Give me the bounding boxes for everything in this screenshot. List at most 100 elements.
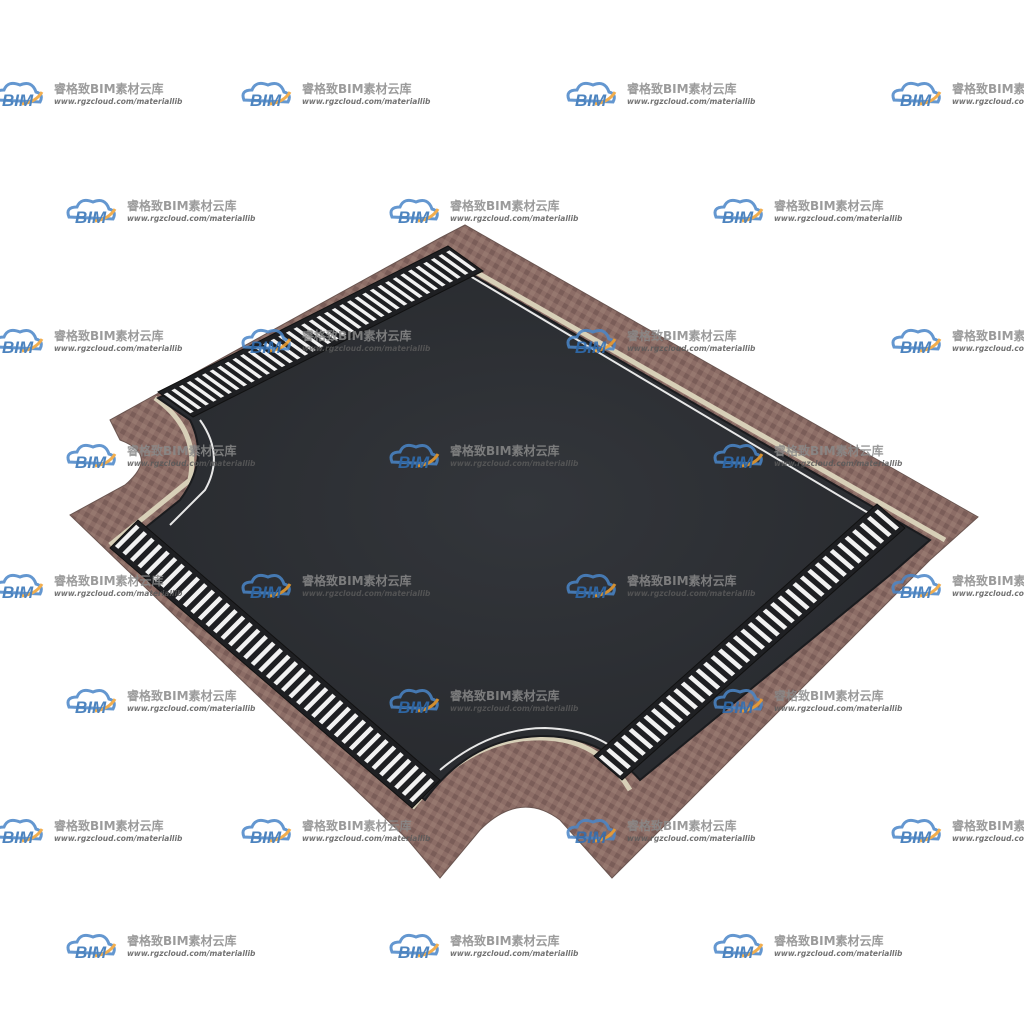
- crosswalk-stripe: [792, 582, 818, 604]
- watermark-logo-text: BIM: [250, 91, 282, 110]
- watermark: BIM睿格致BIM素材云库www.rgzcloud.com/materialli…: [389, 443, 579, 472]
- swoosh-icon: [94, 943, 117, 958]
- swoosh-icon: [21, 583, 44, 598]
- watermark-url: www.rgzcloud.com/materiallib: [952, 834, 1024, 843]
- watermark-url: www.rgzcloud.com/materiallib: [774, 214, 903, 223]
- crosswalk-stripe: [250, 641, 276, 666]
- crosswalk-stripe: [346, 300, 377, 322]
- swoosh-icon: [594, 828, 617, 843]
- swoosh-icon: [21, 828, 44, 843]
- crosswalk-stripe: [814, 562, 840, 584]
- crosswalk-stripe: [658, 701, 684, 723]
- watermark-logo-text: BIM: [575, 583, 607, 602]
- swoosh-icon: [741, 453, 764, 468]
- watermark: BIM睿格致BIM素材云库www.rgzcloud.com/materialli…: [389, 688, 579, 717]
- watermark-url: www.rgzcloud.com/materiallib: [302, 344, 431, 353]
- crosswalk-stripe: [401, 771, 427, 796]
- crosswalk-stripe: [859, 522, 885, 544]
- crosswalk-stripe: [316, 315, 347, 337]
- swoosh-icon: [594, 91, 617, 106]
- watermark-url: www.rgzcloud.com/materiallib: [627, 834, 756, 843]
- crosswalk-stripe: [326, 706, 351, 731]
- watermark-title: 睿格致BIM素材云库: [127, 443, 237, 458]
- crosswalk-stripe: [747, 621, 773, 644]
- watermark-logo-text: BIM: [75, 698, 107, 717]
- crosswalk-stripe: [852, 529, 877, 551]
- swoosh-icon: [417, 943, 440, 958]
- watermark: BIM睿格致BIM素材云库www.rgzcloud.com/materialli…: [891, 818, 1024, 847]
- crosswalk-stripe: [301, 323, 332, 345]
- watermark-title: 睿格致BIM素材云库: [302, 818, 412, 833]
- crosswalk-bottom-right: [593, 503, 906, 781]
- watermark-url: www.rgzcloud.com/materiallib: [302, 834, 431, 843]
- crosswalk-stripe: [209, 369, 240, 391]
- watermark-url: www.rgzcloud.com/materiallib: [54, 589, 183, 598]
- crosswalk-stripe: [688, 674, 713, 697]
- crosswalk-stripe: [598, 754, 624, 776]
- crosswalk-band: [157, 245, 484, 418]
- lane-line-left: [169, 419, 215, 526]
- watermark: BIM睿格致BIM素材云库www.rgzcloud.com/materialli…: [241, 328, 431, 357]
- crosswalk-stripe: [829, 548, 855, 571]
- watermark-url: www.rgzcloud.com/materiallib: [54, 344, 183, 353]
- watermark-logo-text: BIM: [2, 583, 34, 602]
- crosswalk-stripe: [273, 661, 299, 686]
- crosswalk-stripe: [333, 713, 359, 738]
- watermark: BIM睿格致BIM素材云库www.rgzcloud.com/materialli…: [66, 443, 256, 472]
- watermark: BIM睿格致BIM素材云库www.rgzcloud.com/materialli…: [891, 81, 1024, 110]
- watermark-logo-text: BIM: [722, 698, 754, 717]
- watermark-title: 睿格致BIM素材云库: [54, 818, 164, 833]
- crosswalk-stripe: [636, 721, 661, 743]
- swoosh-icon: [741, 943, 764, 958]
- crosswalk-stripe: [371, 745, 397, 770]
- crosswalk-stripe: [822, 555, 847, 577]
- watermark-title: 睿格致BIM素材云库: [774, 443, 884, 458]
- watermark-title: 睿格致BIM素材云库: [127, 198, 237, 213]
- crosswalk-stripe: [186, 380, 217, 402]
- watermark-url: www.rgzcloud.com/materiallib: [952, 97, 1024, 106]
- crosswalk-stripe: [258, 648, 283, 673]
- watermark-title: 睿格致BIM素材云库: [952, 328, 1024, 343]
- crosswalk-stripe: [844, 535, 870, 557]
- watermark: BIM睿格致BIM素材云库www.rgzcloud.com/materialli…: [713, 933, 903, 962]
- crosswalk-stripe: [762, 608, 788, 630]
- crosswalk-stripe: [415, 265, 446, 287]
- crosswalk-stripe: [430, 258, 461, 279]
- watermark-title: 睿格致BIM素材云库: [127, 688, 237, 703]
- crosswalk-stripe: [755, 615, 780, 637]
- watermark-logo-text: BIM: [900, 583, 932, 602]
- crosswalk-stripe: [837, 542, 862, 564]
- watermark-logo-text: BIM: [900, 91, 932, 110]
- crosswalk-stripe: [407, 269, 438, 291]
- watermark-url: www.rgzcloud.com/materiallib: [952, 589, 1024, 598]
- crosswalk-band: [109, 519, 441, 809]
- crosswalk-stripe: [265, 654, 291, 679]
- watermark-logo-text: BIM: [575, 91, 607, 110]
- watermark: BIM睿格致BIM素材云库www.rgzcloud.com/materialli…: [389, 933, 579, 962]
- watermark: BIM睿格致BIM素材云库www.rgzcloud.com/materialli…: [66, 933, 256, 962]
- crosswalk-stripe: [175, 576, 200, 601]
- watermark-url: www.rgzcloud.com/materiallib: [450, 949, 579, 958]
- crosswalk-stripe: [386, 758, 412, 783]
- swoosh-icon: [741, 698, 764, 713]
- crosswalk-stripe: [217, 365, 248, 387]
- watermark-url: www.rgzcloud.com/materiallib: [627, 97, 756, 106]
- crosswalk-stripe: [438, 254, 469, 275]
- crosswalk-stripe: [308, 319, 339, 341]
- watermark-logo-text: BIM: [398, 943, 430, 962]
- crosswalk-stripe: [280, 667, 306, 692]
- crosswalk-stripe: [364, 739, 389, 764]
- watermark-title: 睿格致BIM素材云库: [450, 443, 560, 458]
- watermark: BIM睿格致BIM素材云库www.rgzcloud.com/materialli…: [566, 328, 756, 357]
- curb-top-right: [453, 257, 947, 543]
- crosswalk-stripe: [171, 388, 202, 410]
- watermark-title: 睿格致BIM素材云库: [627, 573, 737, 588]
- crosswalk-stripe: [194, 377, 225, 398]
- crosswalk-stripe: [356, 732, 382, 757]
- watermark-url: www.rgzcloud.com/materiallib: [127, 214, 256, 223]
- watermark: BIM睿格致BIM素材云库www.rgzcloud.com/materialli…: [241, 573, 431, 602]
- crosswalk-stripe: [680, 681, 706, 703]
- watermark-url: www.rgzcloud.com/materiallib: [54, 97, 183, 106]
- crosswalk-top-left: [157, 245, 484, 418]
- watermark-logo-text: BIM: [2, 91, 34, 110]
